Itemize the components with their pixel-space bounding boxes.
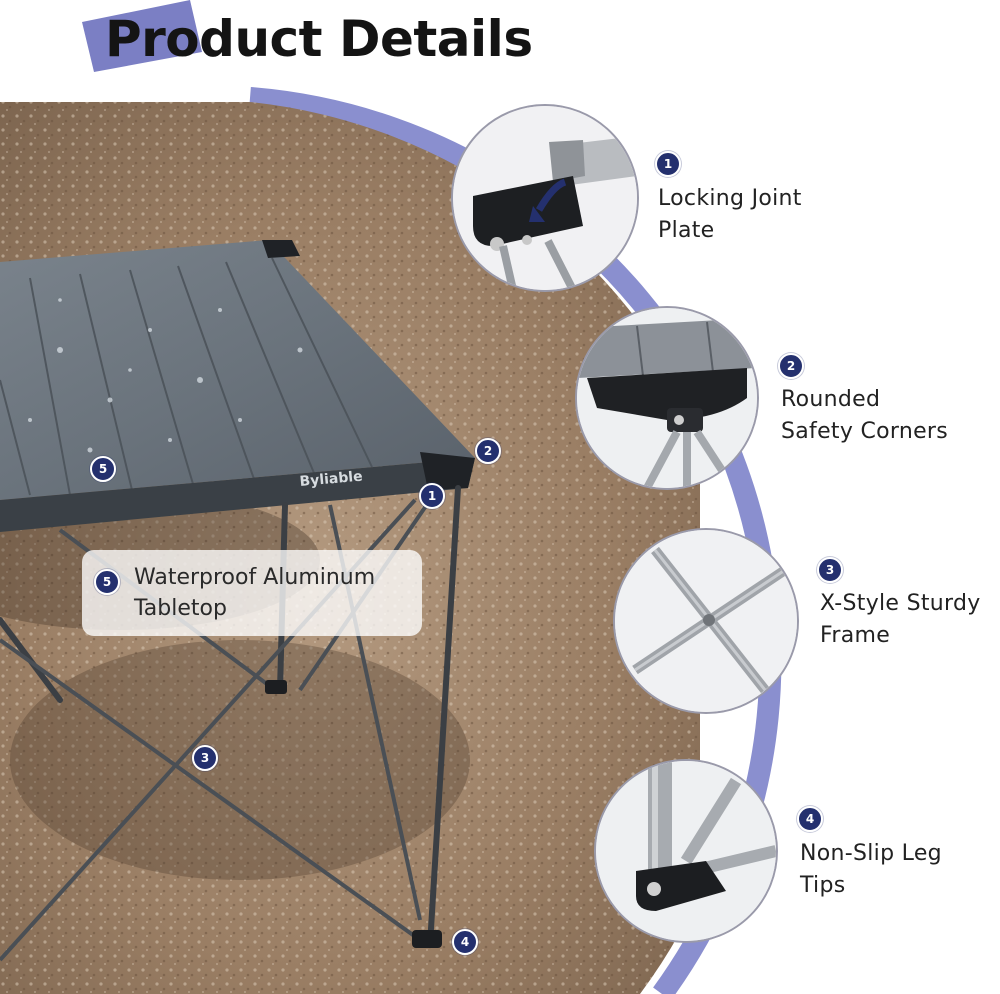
title-accent-shape xyxy=(82,0,202,72)
tabletop-callout-line2: Tabletop xyxy=(134,596,227,621)
feature-3-line1: X-Style Sturdy xyxy=(820,591,981,616)
feature-1-label: Locking Joint Plate xyxy=(658,183,802,247)
locking-joint-detail-image xyxy=(451,104,639,292)
feature-2-line2: Safety Corners xyxy=(781,419,949,444)
feature-2-label: Rounded Safety Corners xyxy=(781,384,948,448)
feature-4-line2: Tips xyxy=(800,873,846,898)
photo-marker-2: 2 xyxy=(475,438,501,464)
photo-marker-3: 3 xyxy=(192,745,218,771)
feature-2-badge: 2 xyxy=(778,353,804,379)
feature-3-label: X-Style Sturdy Frame xyxy=(820,588,981,652)
feature-3-badge: 3 xyxy=(817,557,843,583)
feature-4-line1: Non-Slip Leg xyxy=(800,841,942,866)
tabletop-callout-line1: Waterproof Aluminum xyxy=(134,565,376,590)
photo-marker-5: 5 xyxy=(90,456,116,482)
page-title: Product Details xyxy=(105,10,533,68)
brand-logo: Byliable xyxy=(299,469,363,490)
tabletop-callout: 5 Waterproof Aluminum Tabletop xyxy=(82,550,422,636)
leg-tip-detail-image xyxy=(594,759,778,943)
feature-2-line1: Rounded xyxy=(781,387,881,412)
rounded-corner-detail-image xyxy=(575,306,759,490)
x-frame-icon xyxy=(615,530,797,712)
tabletop-callout-badge: 5 xyxy=(94,569,120,595)
feature-4-label: Non-Slip Leg Tips xyxy=(800,838,942,902)
feature-4-badge: 4 xyxy=(797,806,823,832)
feature-3-line2: Frame xyxy=(820,623,891,648)
tabletop-callout-text: Waterproof Aluminum Tabletop xyxy=(134,562,375,624)
feature-1-badge: 1 xyxy=(655,151,681,177)
photo-marker-1: 1 xyxy=(419,483,445,509)
rounded-corner-icon xyxy=(577,308,757,488)
feature-1-line2: Plate xyxy=(658,218,715,243)
photo-marker-4: 4 xyxy=(452,929,478,955)
feature-1-line1: Locking Joint xyxy=(658,186,802,211)
leg-tip-icon xyxy=(596,761,776,941)
locking-joint-icon xyxy=(453,106,637,290)
x-frame-detail-image xyxy=(613,528,799,714)
